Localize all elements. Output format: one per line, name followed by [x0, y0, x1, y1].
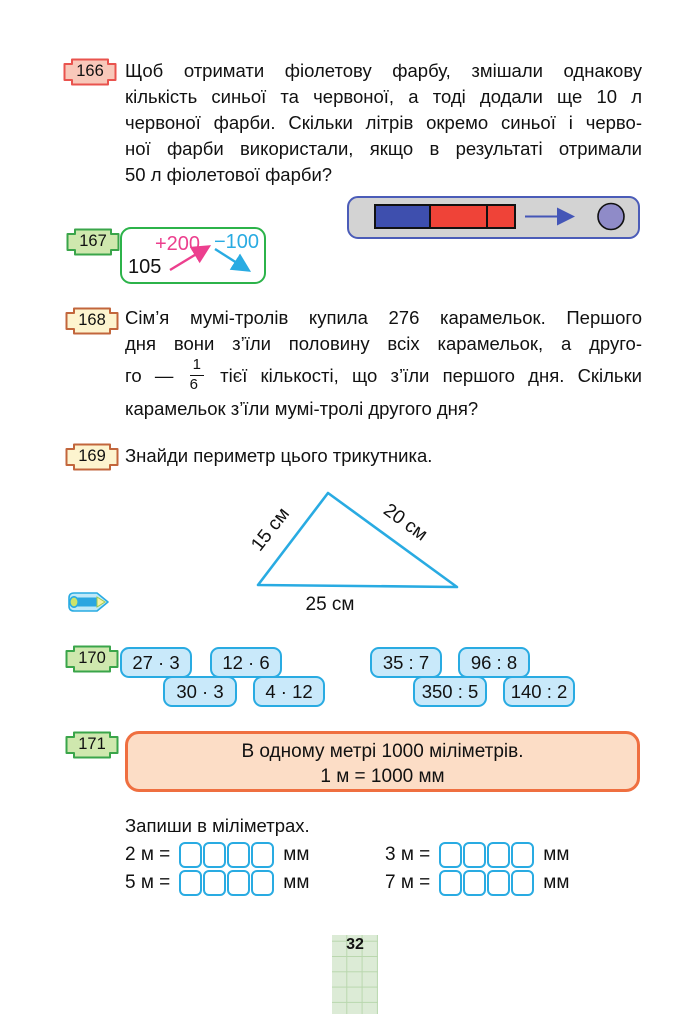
expression-box: 140 : 2 — [503, 676, 575, 707]
problem-170-badge: 170 — [65, 645, 119, 673]
equation-row-3m: 3 м = мм — [385, 841, 569, 868]
problem-167-badge: 167 — [66, 228, 120, 256]
badge-plaque-shape — [65, 307, 119, 335]
equation-unit: мм — [543, 843, 570, 865]
answer-cell[interactable] — [511, 869, 535, 896]
problem-number: 168 — [78, 311, 106, 329]
red-paint-segment — [429, 204, 488, 229]
p168-line-2: дня вони з’їли половину всіх карамельок,… — [125, 333, 642, 354]
rule-line-1: В одному метрі 1000 міліметрів. — [241, 741, 524, 762]
task-title: Запиши в міліметрах. — [125, 815, 310, 836]
expression-box: 27 · 3 — [120, 647, 192, 678]
expression-box: 30 · 3 — [163, 676, 237, 707]
p166-line-1: Щоб отримати фіолетову фарбу, змішали од… — [125, 60, 642, 81]
add-arrow — [169, 245, 212, 272]
expression-box: 12 · 6 — [210, 647, 282, 678]
violet-paint-circle — [597, 202, 625, 231]
pencil-icon — [66, 590, 112, 619]
paint-bar-drawing — [374, 202, 625, 231]
equation-unit: мм — [283, 843, 310, 865]
badge-plaque-shape — [65, 645, 119, 673]
p166-line-4: ної фарби використали, якщо в результаті… — [125, 138, 642, 159]
p168-line-1: Сім’я мумі-тролів купила 276 карамельок.… — [125, 307, 642, 328]
problem-169-badge: 169 — [65, 443, 119, 471]
problem-171-badge: 171 — [65, 731, 119, 759]
rule-box: В одному метрі 1000 міліметрів. 1 м = 10… — [125, 731, 640, 792]
p168-line-3-pre: го — — [125, 365, 174, 386]
equation-label: 5 м = — [125, 871, 171, 893]
problem-number: 170 — [78, 649, 106, 667]
answer-cell[interactable] — [439, 841, 463, 868]
triangle-figure: 15 см 20 см 25 см — [222, 477, 478, 624]
p168-line-4: карамельок з’їли мумі-тролі другого дня? — [125, 398, 479, 419]
page-number: 32 — [346, 936, 364, 953]
problem-number: 167 — [79, 232, 107, 250]
problem-166-badge: 166 — [63, 58, 117, 86]
rule-line-2: 1 м = 1000 мм — [320, 766, 445, 787]
badge-plaque-shape — [65, 731, 119, 759]
answer-cells — [439, 869, 535, 896]
answer-cell[interactable] — [179, 841, 203, 868]
subtract-arrow — [214, 247, 252, 272]
p166-line-2: кількість синьої та червоної, а тоді дод… — [125, 86, 642, 107]
blue-paint-segment — [374, 204, 431, 229]
triangle-bottom-side-label: 25 см — [306, 594, 355, 615]
answer-cell[interactable] — [179, 869, 203, 896]
answer-cell[interactable] — [251, 869, 275, 896]
number-chain-box: 105 +200 −100 — [120, 227, 266, 284]
p168-line-3-post: тієї кількості, що з’їли першого дня. Ск… — [220, 365, 642, 386]
p166-line-5: 50 л фіолетової фарби? — [125, 164, 333, 185]
p166-line-3: червоної фарби. Скільки літрів окремо си… — [125, 112, 642, 133]
answer-cell[interactable] — [227, 869, 251, 896]
answer-cell[interactable] — [511, 841, 535, 868]
equation-row-7m: 7 м = мм — [385, 869, 569, 896]
answer-cell[interactable] — [487, 869, 511, 896]
equation-label: 7 м = — [385, 871, 431, 893]
answer-cells — [439, 841, 535, 868]
answer-cell[interactable] — [439, 869, 463, 896]
subtract-operation-label: −100 — [214, 231, 259, 253]
extra-red-paint-segment — [486, 204, 516, 229]
answer-cell[interactable] — [487, 841, 511, 868]
problem-168-badge: 168 — [65, 307, 119, 335]
fraction-numerator: 1 — [189, 357, 204, 376]
answer-cell[interactable] — [463, 841, 487, 868]
triangle-outline — [256, 491, 459, 589]
answer-cells — [179, 869, 275, 896]
equation-label: 2 м = — [125, 843, 171, 865]
expression-box: 96 : 8 — [458, 647, 530, 678]
paint-bar-diagram — [347, 196, 640, 239]
number-chain-drawing: 105 +200 −100 — [128, 231, 259, 278]
badge-plaque-shape — [65, 443, 119, 471]
answer-cell[interactable] — [227, 841, 251, 868]
equation-unit: мм — [543, 871, 570, 893]
triangle-right-side-label: 20 см — [379, 500, 431, 546]
problem-number: 166 — [76, 62, 104, 80]
expression-box: 4 · 12 — [253, 676, 325, 707]
answer-cell[interactable] — [203, 869, 227, 896]
answer-cell[interactable] — [463, 869, 487, 896]
problem-number: 169 — [78, 447, 106, 465]
expression-box: 35 : 7 — [370, 647, 442, 678]
fraction-denominator: 6 — [189, 375, 198, 393]
equation-row-2m: 2 м = мм — [125, 841, 309, 868]
start-number: 105 — [128, 256, 161, 278]
add-operation-label: +200 — [155, 233, 200, 255]
answer-cell[interactable] — [203, 841, 227, 868]
problem-number: 171 — [78, 735, 106, 753]
badge-plaque-shape — [66, 228, 120, 256]
footer-grid-panel: 32 — [332, 935, 378, 1014]
equation-unit: мм — [283, 871, 310, 893]
p169-title: Знайди периметр цього трикутника. — [125, 445, 433, 466]
equation-label: 3 м = — [385, 843, 431, 865]
expression-box: 350 : 5 — [413, 676, 487, 707]
answer-cells — [179, 841, 275, 868]
triangle-drawing: 15 см 20 см 25 см — [247, 491, 459, 615]
equation-row-5m: 5 м = мм — [125, 869, 309, 896]
badge-plaque-shape — [63, 58, 117, 86]
answer-cell[interactable] — [251, 841, 275, 868]
